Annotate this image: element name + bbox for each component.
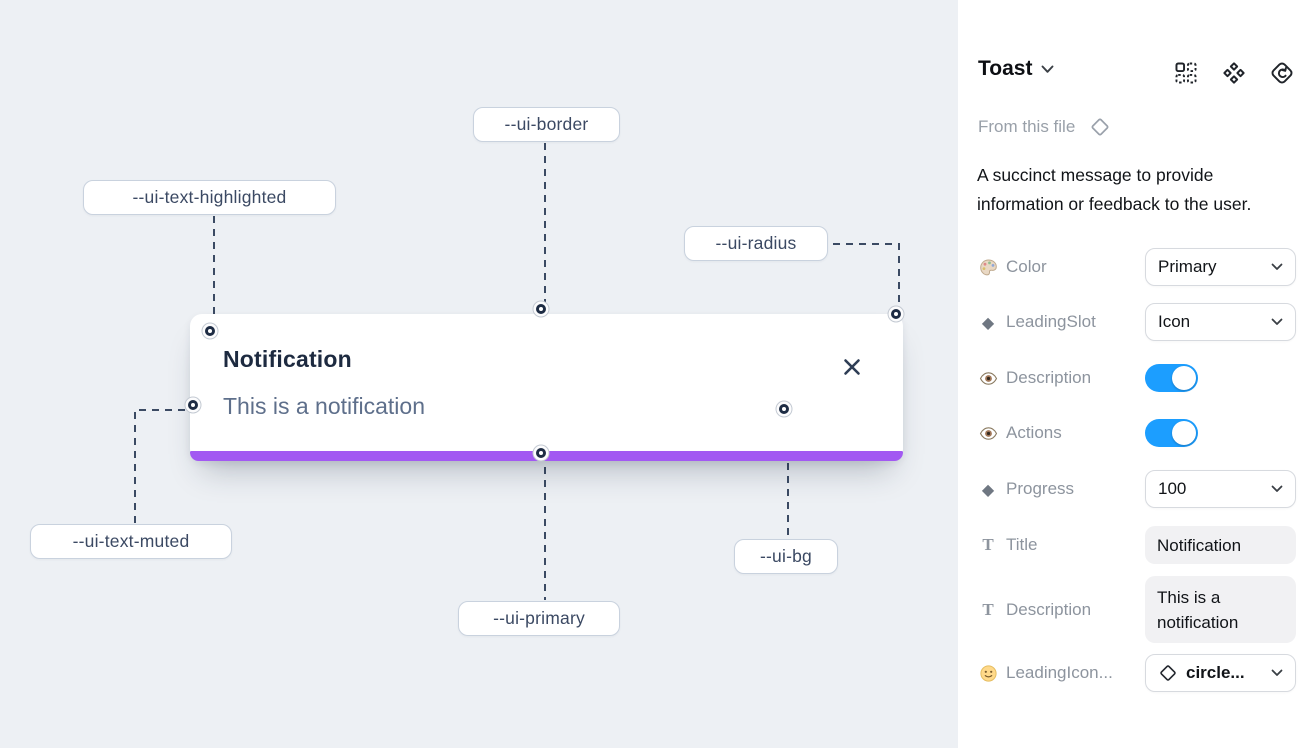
eye-icon <box>978 424 998 443</box>
diamond-outline-icon <box>1091 118 1109 136</box>
color-select[interactable]: Primary <box>1145 248 1296 286</box>
instances-grid-button[interactable] <box>1173 60 1199 86</box>
prop-label-text: Description <box>1006 368 1092 387</box>
story-swap-icon <box>1271 62 1293 84</box>
token-label-ui-text-muted[interactable]: --ui-text-muted <box>30 524 232 559</box>
component-description: A succinct message to provide informatio… <box>977 165 1252 214</box>
description-input[interactable]: This is a notification <box>1145 576 1296 643</box>
title-input-value: Notification <box>1157 535 1242 555</box>
leading-slot-select[interactable]: Icon <box>1145 303 1296 341</box>
properties-panel: Toast <box>958 0 1312 748</box>
component-selector[interactable]: Toast <box>978 57 1054 81</box>
anchor-dot-bg <box>779 404 789 414</box>
leading-slot-select-value: Icon <box>1158 312 1191 331</box>
eye-icon <box>978 369 998 388</box>
prop-label-text: LeadingSlot <box>1006 312 1096 331</box>
prop-label-text: Description <box>1006 600 1092 619</box>
chevron-down-icon <box>1271 669 1283 676</box>
source-label: From this file <box>978 117 1076 136</box>
token-label-ui-radius[interactable]: --ui-radius <box>684 226 828 261</box>
prop-label-description-text: T Description <box>978 591 1091 629</box>
anchor-dot-primary <box>536 448 546 458</box>
prop-label-text: Actions <box>1006 423 1062 442</box>
prop-label-color: Color <box>978 248 1047 286</box>
leading-icon-select[interactable]: circle... <box>1145 654 1296 692</box>
story-swap-button[interactable] <box>1269 60 1295 86</box>
connector-line-text-muted <box>134 409 187 523</box>
diamond-outline-icon <box>1160 665 1176 681</box>
leading-icon-select-value: circle... <box>1186 663 1245 682</box>
anchor-dot-text-highlighted <box>205 326 215 336</box>
text-icon: T <box>982 600 994 619</box>
prop-label-progress: ◆ Progress <box>978 470 1074 508</box>
smiley-icon <box>978 664 998 683</box>
prop-label-description-toggle: Description <box>978 364 1091 392</box>
anchor-dot-radius <box>891 309 901 319</box>
toast-description: This is a notification <box>223 393 425 419</box>
title-input[interactable]: Notification <box>1145 526 1296 564</box>
chevron-down-icon <box>1271 263 1283 270</box>
toast-component-preview[interactable]: Notification This is a notification <box>190 314 903 461</box>
color-select-value: Primary <box>1158 257 1217 276</box>
source-row: From this file <box>978 116 1111 138</box>
chevron-down-icon <box>1271 318 1283 325</box>
prop-label-text: Progress <box>1006 479 1075 498</box>
prop-label-leading-icon: LeadingIcon... <box>978 654 1113 692</box>
description-input-value: This is a notification <box>1157 587 1239 632</box>
progress-select-value: 100 <box>1158 479 1187 498</box>
connector-line-radius <box>833 243 900 307</box>
toast-title: Notification <box>223 346 352 372</box>
toast-progress-bar <box>190 451 903 461</box>
description-toggle[interactable] <box>1145 364 1198 392</box>
component-diamonds-icon <box>1223 62 1245 84</box>
token-label-ui-bg[interactable]: --ui-bg <box>734 539 838 574</box>
prop-label-title: T Title <box>978 526 1038 564</box>
token-label-ui-border[interactable]: --ui-border <box>473 107 620 142</box>
actions-toggle[interactable] <box>1145 419 1198 447</box>
component-name: Toast <box>978 57 1033 80</box>
diamond-icon: ◆ <box>981 312 995 332</box>
anchor-dot-text-muted <box>188 400 198 410</box>
token-label-ui-primary[interactable]: --ui-primary <box>458 601 620 636</box>
prop-label-text: Title <box>1006 535 1038 554</box>
components-button[interactable] <box>1221 60 1247 86</box>
prop-label-text: Color <box>1006 257 1047 276</box>
toggle-knob <box>1172 421 1196 445</box>
toggle-knob <box>1172 366 1196 390</box>
diamond-icon: ◆ <box>981 479 995 499</box>
instance-grid-icon <box>1175 62 1197 84</box>
anchor-dot-border <box>536 304 546 314</box>
palette-icon <box>978 258 998 277</box>
toast-close-button[interactable] <box>841 356 863 378</box>
token-label-ui-text-highlighted[interactable]: --ui-text-highlighted <box>83 180 336 215</box>
design-canvas: Notification This is a notification --ui… <box>0 0 958 748</box>
chevron-down-icon <box>1271 485 1283 492</box>
text-icon: T <box>982 535 994 554</box>
prop-label-text: LeadingIcon... <box>1006 663 1113 682</box>
progress-select[interactable]: 100 <box>1145 470 1296 508</box>
prop-label-leading-slot: ◆ LeadingSlot <box>978 303 1096 341</box>
prop-label-actions-toggle: Actions <box>978 419 1062 447</box>
close-icon <box>844 359 860 375</box>
chevron-down-icon <box>1042 65 1054 73</box>
